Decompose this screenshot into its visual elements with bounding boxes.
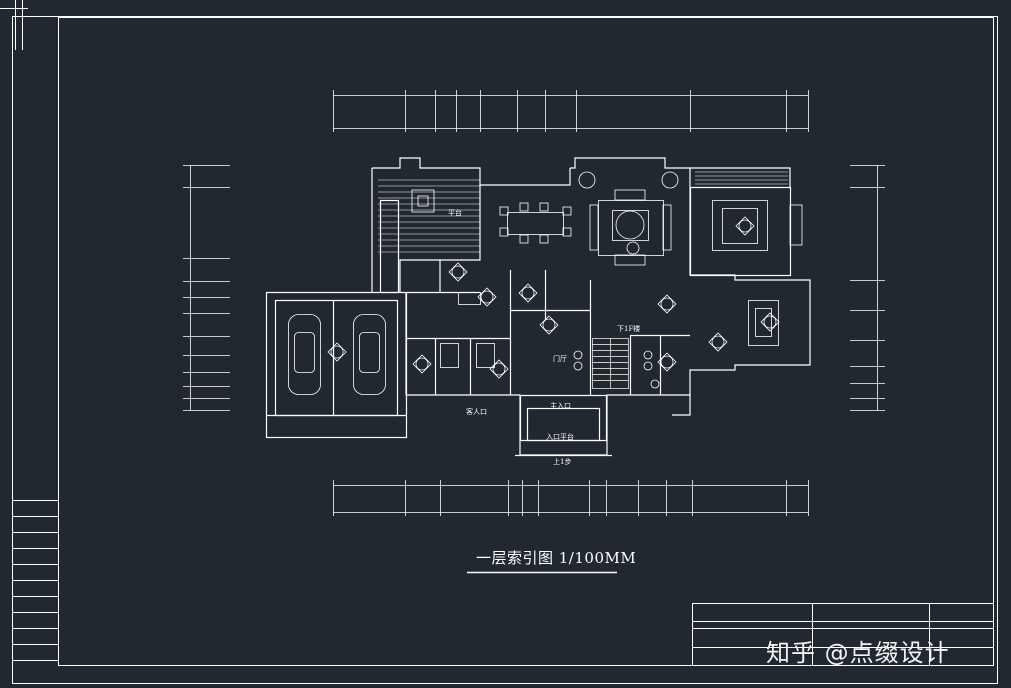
room-label-main-entry: 主入口 [550, 402, 571, 410]
room-label-hall: 门厅 [553, 355, 567, 363]
furniture [288, 171, 803, 395]
bottom-dimension-chain [333, 480, 809, 516]
index-markers [327, 216, 780, 379]
room-label-platform-left: 平台 [448, 209, 462, 217]
left-dimension-chain [183, 165, 230, 411]
stairs [592, 338, 629, 389]
title-block [692, 603, 994, 666]
top-dimension-chain [333, 90, 809, 132]
inner-frame [58, 17, 994, 666]
room-label-guest-entry: 客人口 [466, 408, 487, 416]
building-walls [265, 157, 811, 457]
outer-frame [12, 16, 998, 684]
room-label-entry-platform: 入口平台 [546, 433, 574, 441]
drawing-title: 一层索引图 1/100MM [476, 549, 637, 567]
right-dimension-chain [850, 165, 885, 411]
room-label-downstairs: 下1F楼 [617, 325, 641, 333]
left-title-strip [12, 500, 58, 661]
watermark: 知乎 @点缀设计 [766, 639, 950, 667]
room-label-step-up: 上1步 [553, 458, 572, 466]
